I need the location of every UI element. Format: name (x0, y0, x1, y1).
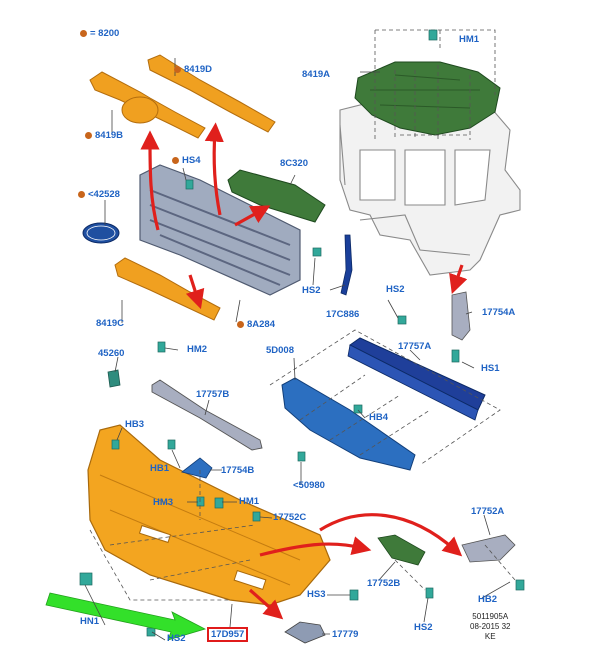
legend-8200: = 8200 (80, 28, 119, 39)
label-HS2-d[interactable]: HS2 (414, 622, 433, 633)
label-8C320[interactable]: 8C320 (280, 158, 308, 169)
bracket-17752B (377, 534, 426, 566)
label-45260[interactable]: 45260 (98, 348, 125, 359)
part-marker-icon (80, 30, 87, 37)
label-8419C[interactable]: 8419C (96, 318, 124, 329)
label-42528: <42528 (88, 189, 120, 200)
label-HS2-c[interactable]: HS2 (167, 633, 186, 644)
label-HM1-top[interactable]: HM1 (459, 34, 480, 45)
label-HS2-b[interactable]: HS2 (386, 284, 405, 295)
part-marker-icon (78, 191, 85, 198)
label-HM1-b[interactable]: HM1 (239, 496, 260, 507)
callout-8419D[interactable]: 8419D (174, 64, 212, 75)
label-HB1[interactable]: HB1 (150, 463, 170, 474)
bracket-17752A (461, 534, 516, 563)
label-HB3[interactable]: HB3 (125, 419, 145, 430)
label-HB4[interactable]: HB4 (369, 412, 389, 423)
label-8419D: 8419D (184, 64, 212, 75)
clip-icon (79, 29, 525, 637)
label-5D008[interactable]: 5D008 (266, 345, 294, 356)
label-17752A[interactable]: 17752A (471, 506, 505, 517)
grille-bar-8419B (89, 71, 206, 139)
diagram-footer: 5011905A 08-2015 32 KE (470, 612, 510, 642)
callout-8419B[interactable]: 8419B (85, 130, 123, 141)
footer-code: 5011905A (472, 612, 509, 621)
label-17C886[interactable]: 17C886 (326, 309, 360, 320)
grille-8A284 (139, 164, 301, 296)
label-17752B[interactable]: 17752B (367, 578, 401, 589)
bracket-17754A (451, 291, 471, 341)
label-HB2[interactable]: HB2 (478, 594, 498, 605)
label-8419B: 8419B (95, 130, 123, 141)
part-marker-icon (172, 157, 179, 164)
footer-suffix: KE (484, 632, 496, 641)
label-17D957-highlighted[interactable]: 17D957 (207, 627, 249, 642)
callout-8A284[interactable]: 8A284 (237, 319, 275, 330)
bumper-cover-17D957 (87, 424, 331, 606)
sensor-45260 (107, 369, 121, 388)
label-HS2-a[interactable]: HS2 (302, 285, 321, 296)
label-HS3[interactable]: HS3 (307, 589, 326, 600)
footer-date: 08-2015 32 (470, 622, 511, 631)
leader-lines-top (374, 29, 496, 140)
part-marker-icon (85, 132, 92, 139)
callout-42528[interactable]: <42528 (78, 189, 120, 200)
label-17754B[interactable]: 17754B (221, 465, 255, 476)
part-marker-icon (237, 321, 244, 328)
bracket-17757B (151, 379, 263, 451)
air-deflector-8C320 (227, 169, 326, 223)
label-HM3[interactable]: HM3 (153, 497, 174, 508)
label-17757B[interactable]: 17757B (196, 389, 230, 400)
label-17757A[interactable]: 17757A (398, 341, 432, 352)
label-17779[interactable]: 17779 (332, 629, 359, 640)
fog-lamp-bracket-17779 (284, 621, 326, 644)
leader-lines-mid (269, 329, 501, 466)
label-HN1[interactable]: HN1 (80, 616, 100, 627)
label-HM2[interactable]: HM2 (187, 344, 208, 355)
callout-HS4[interactable]: HS4 (172, 155, 200, 166)
label-8200: = 8200 (90, 28, 120, 39)
bumper-reinforcement-17757A (347, 337, 486, 421)
label-8419A[interactable]: 8419A (302, 69, 330, 80)
bracket-17C886 (340, 234, 353, 296)
grille-bar-8419C (114, 257, 221, 321)
green-arrow (45, 592, 207, 641)
absorber-5D008 (281, 377, 416, 471)
radiator-support-frame (339, 94, 521, 276)
label-17754A[interactable]: 17754A (482, 307, 516, 318)
part-marker-icon (174, 66, 181, 73)
label-8A284: 8A284 (247, 319, 275, 330)
bracket-17754B (181, 457, 213, 479)
label-HS1[interactable]: HS1 (481, 363, 500, 374)
red-arrows (140, 122, 468, 620)
label-HS4: HS4 (182, 155, 201, 166)
leader-lines-bottom (89, 470, 516, 601)
label-17752C[interactable]: 17752C (273, 512, 307, 523)
label-50980[interactable]: <50980 (293, 480, 325, 491)
ford-oval-icon (82, 222, 120, 244)
